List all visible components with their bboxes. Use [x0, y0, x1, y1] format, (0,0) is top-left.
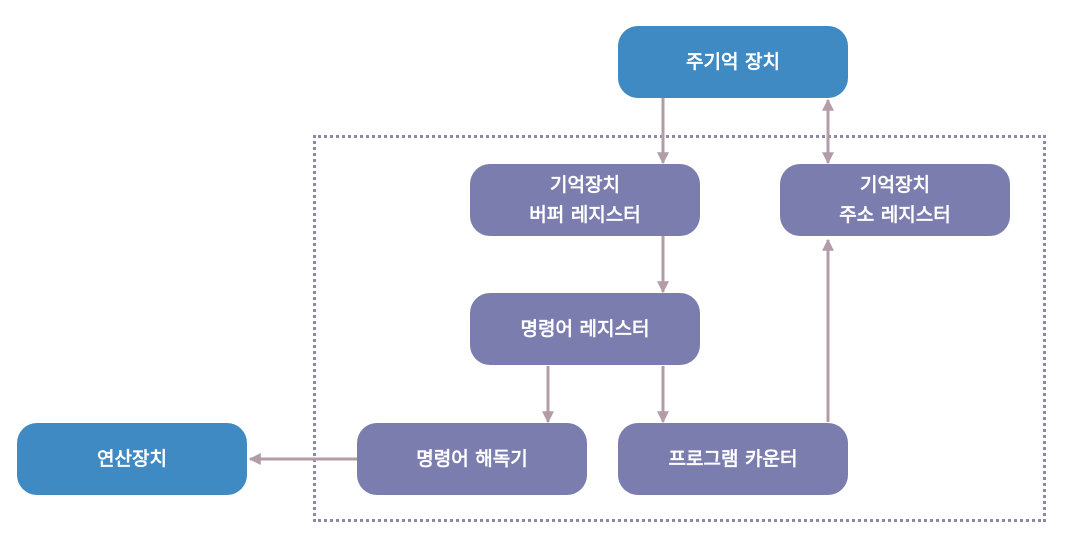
cpu-boundary: [313, 135, 1046, 522]
buffer-register-label: 기억장치 버퍼 레지스터: [529, 174, 641, 226]
address-register-label: 기억장치 주소 레지스터: [839, 174, 951, 226]
main-memory-node: 주기억 장치: [618, 26, 848, 98]
address-register-node: 기억장치 주소 레지스터: [780, 164, 1010, 236]
alu-node: 연산장치: [17, 423, 247, 495]
buffer-register-node: 기억장치 버퍼 레지스터: [470, 164, 700, 236]
instruction-decoder-label: 명령어 해독기: [416, 448, 528, 470]
main-memory-label: 주기억 장치: [685, 51, 780, 73]
instruction-register-node: 명령어 레지스터: [470, 293, 700, 365]
instruction-register-label: 명령어 레지스터: [520, 318, 650, 340]
instruction-decoder-node: 명령어 해독기: [357, 423, 587, 495]
program-counter-label: 프로그램 카운터: [668, 448, 798, 470]
alu-label: 연산장치: [97, 448, 167, 470]
program-counter-node: 프로그램 카운터: [618, 423, 848, 495]
